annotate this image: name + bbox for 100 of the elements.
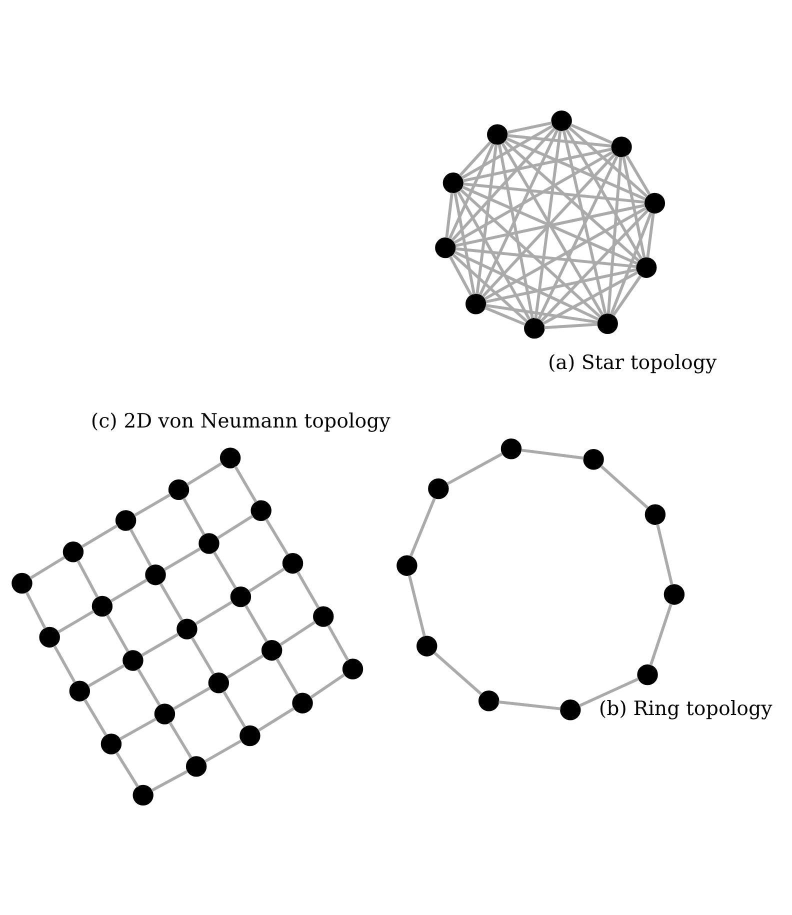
connector <box>456 190 531 320</box>
connector <box>408 574 426 636</box>
node-circle <box>611 136 632 157</box>
connector <box>159 582 184 620</box>
node-circle <box>636 256 657 278</box>
connector <box>25 591 46 628</box>
connector <box>462 147 612 182</box>
connector <box>448 142 494 239</box>
connector <box>212 550 237 588</box>
node-circle <box>583 448 604 470</box>
connector <box>182 497 206 535</box>
connector <box>453 150 614 244</box>
node-circle <box>168 478 190 500</box>
node-circle <box>122 650 144 670</box>
connector <box>486 303 598 324</box>
connector <box>448 255 472 296</box>
node-circle <box>664 584 685 604</box>
connector <box>454 192 476 294</box>
connector <box>542 270 638 324</box>
connector <box>534 130 562 318</box>
connector <box>461 124 554 179</box>
connector <box>646 212 655 258</box>
connector <box>234 465 258 502</box>
node-circle <box>487 124 508 144</box>
connector <box>460 188 602 318</box>
node-circle <box>132 784 154 806</box>
connector <box>521 448 584 460</box>
connector <box>498 144 534 318</box>
connector <box>168 721 192 758</box>
connector <box>570 122 613 144</box>
node-circle <box>62 541 84 562</box>
connector <box>204 738 242 762</box>
connector <box>136 668 161 706</box>
node-circle <box>220 447 241 468</box>
node-circle <box>115 510 136 530</box>
node-circle <box>428 478 449 499</box>
connector <box>625 154 651 195</box>
node-circle <box>292 692 313 713</box>
node-circle <box>230 586 252 607</box>
connector <box>600 464 649 508</box>
connector <box>504 140 640 262</box>
node-circle <box>435 236 456 258</box>
connector <box>455 246 637 268</box>
connector <box>537 154 618 320</box>
node-circle <box>560 699 581 720</box>
connector <box>606 156 622 314</box>
node-circle <box>416 635 438 656</box>
connector <box>463 182 645 204</box>
connector <box>501 142 604 316</box>
node-circle <box>198 532 220 554</box>
node-circle <box>261 639 282 660</box>
connector <box>506 120 552 134</box>
connector <box>76 560 99 598</box>
node-circle <box>637 664 658 685</box>
node-circle <box>154 703 176 724</box>
node-circle <box>186 756 207 776</box>
node-circle <box>250 500 272 521</box>
node-circle <box>524 317 545 338</box>
node-circle <box>208 672 230 693</box>
connector <box>195 600 233 624</box>
connector <box>164 546 202 570</box>
connector <box>434 651 482 695</box>
connector <box>216 514 254 539</box>
connector <box>190 636 215 674</box>
connector <box>186 462 222 486</box>
connector <box>649 603 672 666</box>
connector <box>506 136 646 200</box>
node-circle <box>39 626 60 648</box>
label: (a) Star topology <box>548 350 717 374</box>
connector <box>578 677 639 707</box>
connector <box>258 706 295 732</box>
connector <box>562 130 607 314</box>
connector <box>540 209 649 322</box>
connector <box>310 673 346 698</box>
connector <box>276 658 299 695</box>
connector <box>498 700 561 710</box>
connector <box>446 452 503 485</box>
connector <box>134 492 171 516</box>
connector <box>482 153 616 297</box>
connector <box>409 497 436 556</box>
connector <box>622 156 646 258</box>
connector <box>445 192 454 238</box>
node-circle <box>478 690 500 711</box>
connector <box>110 578 148 602</box>
connector <box>151 770 188 792</box>
connector <box>610 212 652 314</box>
node-circle <box>176 618 198 639</box>
connector <box>565 128 643 260</box>
node-circle <box>145 564 166 585</box>
connector <box>507 134 612 147</box>
connector <box>478 128 559 295</box>
connector <box>476 144 498 294</box>
node-circle <box>282 552 304 574</box>
connector <box>222 690 246 728</box>
connector <box>244 604 268 642</box>
node-circle <box>442 172 464 193</box>
connector <box>327 624 350 661</box>
connector <box>296 570 320 608</box>
connector <box>568 126 648 198</box>
node-circle <box>100 733 122 754</box>
